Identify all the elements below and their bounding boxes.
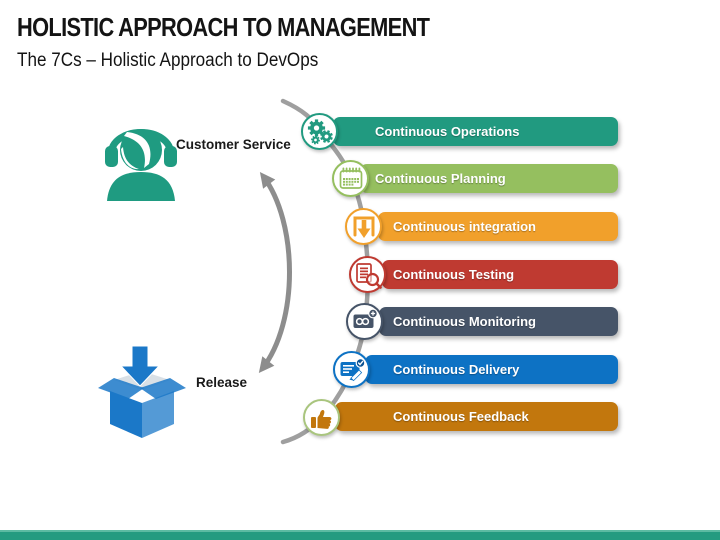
- bar-label: Continuous Testing: [393, 267, 515, 282]
- thumbs-up-icon: [303, 399, 340, 436]
- footer-bar: [0, 530, 720, 540]
- bar-label: Continuous Feedback: [393, 409, 529, 424]
- bar-continuous-feedback: Continuous Feedback: [335, 402, 618, 431]
- bar-label: Continuous Delivery: [393, 362, 520, 377]
- customer-service-label: Customer Service: [176, 137, 291, 152]
- document-magnifier-icon: [349, 256, 386, 293]
- calendar-icon: [332, 160, 369, 197]
- bar-continuous-monitoring: Continuous Monitoring: [379, 307, 618, 336]
- bar-continuous-planning: Continuous Planning: [360, 164, 618, 193]
- integration-arrow-icon: [345, 208, 382, 245]
- bar-label: Continuous Planning: [375, 171, 506, 186]
- monitoring-camera-icon: [346, 303, 383, 340]
- release-label: Release: [196, 375, 248, 390]
- gears-icon: [301, 113, 338, 150]
- bar-continuous-delivery: Continuous Delivery: [365, 355, 618, 384]
- bar-label: Continuous Operations: [375, 124, 520, 139]
- release-icon: [98, 345, 186, 438]
- cycle-arrow: [258, 171, 292, 374]
- customer-service-icon: [105, 129, 177, 201]
- bar-continuous-operations: Continuous Operations: [333, 117, 618, 146]
- page-subtitle: The 7Cs – Holistic Approach to DevOps: [17, 50, 319, 71]
- bar-continuous-testing: Continuous Testing: [382, 260, 618, 289]
- bar-label: Continuous integration: [393, 219, 536, 234]
- bar-label: Continuous Monitoring: [393, 314, 536, 329]
- page-title: HOLISTIC APPROACH TO MANAGEMENT: [17, 12, 430, 42]
- bar-continuous-integration: Continuous integration: [378, 212, 618, 241]
- note-pencil-icon: [333, 351, 370, 388]
